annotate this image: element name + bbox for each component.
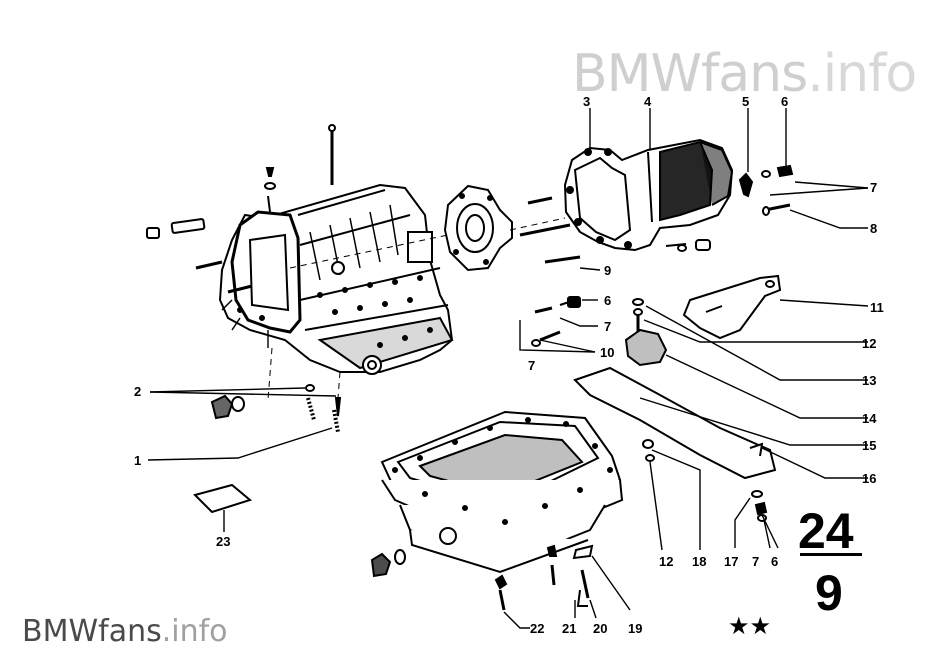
small-parts-right (642, 439, 768, 522)
watermark-bottom-suffix: .info (161, 614, 228, 649)
callout-15: 15 (862, 438, 876, 453)
plugs-left (210, 384, 342, 433)
callout-16: 16 (862, 471, 876, 486)
callout-21: 21 (562, 621, 576, 636)
callout-20: 20 (593, 621, 607, 636)
callout-7: 7 (752, 554, 759, 569)
rubber-mount (624, 298, 668, 367)
callout-23: 23 (216, 534, 230, 549)
callout-14: 14 (862, 411, 877, 426)
dipstick-and-pins (146, 124, 336, 294)
stars-marker: ★★ (728, 613, 771, 640)
group-number-bottom: 9 (815, 565, 843, 621)
fraction-bar (800, 553, 862, 556)
callout-6: 6 (771, 554, 778, 569)
flange-plate (443, 184, 513, 272)
drain-plug-group (370, 544, 594, 611)
watermark-top-brand: BMWfans (572, 44, 808, 104)
leader-lines (147, 108, 869, 629)
callout-9: 9 (604, 263, 611, 278)
callout-12: 12 (659, 554, 673, 569)
callout-6: 6 (604, 293, 611, 308)
group-number: 24 9 (798, 503, 862, 621)
watermark-bottom: BMWfans.info (22, 614, 228, 649)
callout-19: 19 (628, 621, 642, 636)
mounting-bracket (682, 274, 782, 340)
watermark-bottom-brand: BMWfans (22, 614, 162, 649)
small-bolts-mid (531, 296, 581, 347)
callout-22: 22 (530, 621, 544, 636)
watermark-top: BMWfans.info (572, 44, 917, 104)
callout-10: 10 (600, 345, 614, 360)
callout-2: 2 (134, 384, 141, 399)
gasket-small (193, 483, 253, 514)
callout-1: 1 (134, 453, 141, 468)
callout-labels: 1 2 3 4 5 6 7 8 9 6 7 10 7 11 12 13 14 1… (134, 94, 884, 636)
callout-8: 8 (870, 221, 877, 236)
callout-12: 12 (862, 336, 876, 351)
cross-member (573, 366, 777, 480)
callout-17: 17 (724, 554, 738, 569)
callout-13: 13 (862, 373, 876, 388)
watermark-top-suffix: .info (807, 44, 917, 104)
extension-housing (563, 138, 734, 252)
callout-4: 4 (644, 94, 652, 109)
clip-bolt-group (738, 164, 794, 216)
callout-11: 11 (870, 300, 884, 315)
transmission-housing (218, 183, 454, 375)
callout-6: 6 (781, 94, 788, 109)
group-number-top: 24 (798, 503, 854, 559)
callout-7: 7 (528, 358, 535, 373)
callout-5: 5 (742, 94, 749, 109)
alignment-lines (267, 217, 566, 401)
studs-middle (519, 196, 581, 264)
callout-3: 3 (583, 94, 590, 109)
oil-pan (380, 410, 624, 574)
callout-18: 18 (692, 554, 706, 569)
callout-7: 7 (870, 180, 877, 195)
callout-7: 7 (604, 319, 611, 334)
